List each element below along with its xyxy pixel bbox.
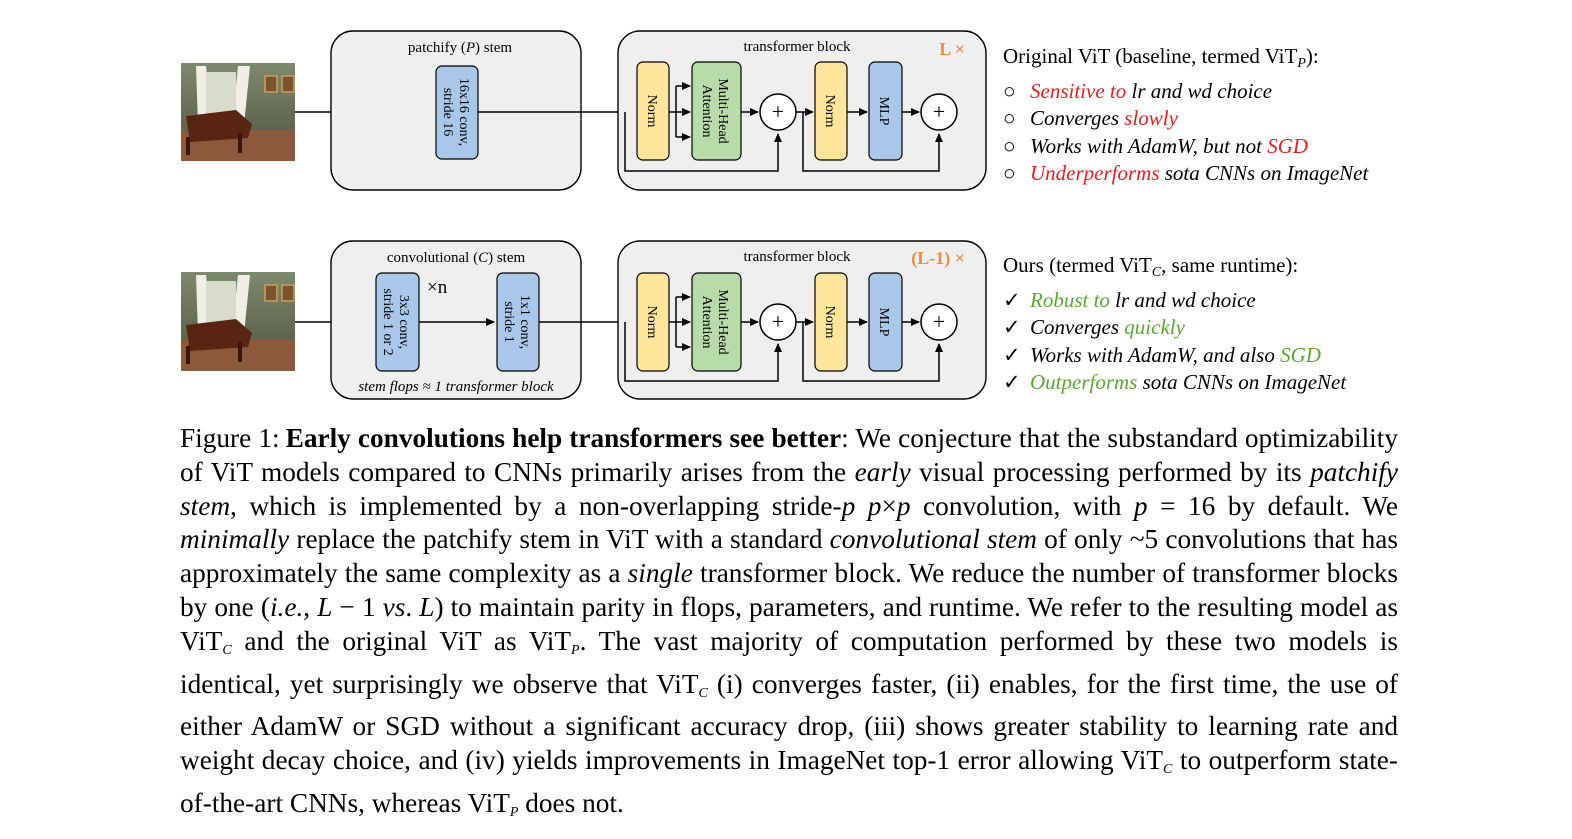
conv1x1-label-2: stride 1 <box>501 301 516 343</box>
baseline-item: ○Underperforms sota CNNs on ImageNet <box>1003 161 1369 185</box>
repeat-label-2: (L-1) × <box>911 248 965 269</box>
ours-list-title: Ours (termed ViTC, same runtime): <box>1003 253 1299 280</box>
norm-box-1 <box>636 61 670 161</box>
baseline-item: ○Converges slowly <box>1003 106 1178 130</box>
plus-4-label: + <box>933 309 945 334</box>
baseline-item: ○Works with AdamW, but not SGD <box>1003 133 1309 158</box>
check-icon: ✓ <box>1003 315 1021 339</box>
transformer-block-title-2: transformer block <box>743 249 851 265</box>
conv3x3-label-2: stride 1 or 2 <box>380 288 395 355</box>
baseline-properties-list: Original ViT (baseline, termed ViTP): ○S… <box>1003 43 1368 188</box>
ours-item: ✓Outperforms sota CNNs on ImageNet <box>1003 369 1346 397</box>
attention-box <box>691 61 742 161</box>
ours-item: ✓Works with AdamW, and also SGD <box>1003 342 1346 370</box>
figure-caption: Figure 1:Early convolutions help transfo… <box>180 423 1399 820</box>
norm-label-2: Norm <box>822 95 837 128</box>
baseline-item: ○Sensitive to lr and wd choice <box>1003 78 1273 103</box>
norm-box-2 <box>814 61 848 161</box>
stem-flops-note: stem flops ≈ 1 transformer block <box>358 379 554 395</box>
conv3x3-label-1: 3x3 conv, <box>396 295 411 349</box>
ours-properties-list: Ours (termed ViTC, same runtime): ✓Robus… <box>1003 252 1346 397</box>
residual-add-2 <box>920 93 958 131</box>
plus-1-label: + <box>772 99 784 124</box>
mlp-label-2: MLP <box>876 308 891 337</box>
conv-stem-title: convolutional (C) stem <box>387 250 526 266</box>
norm-label-1: Norm <box>644 95 659 128</box>
times-n-label: ×n <box>427 277 448 298</box>
figure-label: Figure 1: <box>180 423 280 453</box>
top-row: patchify (P) stem 16x16 conv, stride 16 … <box>181 30 987 191</box>
ours-item: ✓Converges quickly <box>1003 314 1346 342</box>
input-image-piano-2 <box>181 272 295 371</box>
residual-add-4 <box>920 303 958 341</box>
input-image-piano <box>181 63 295 161</box>
mlp-label: MLP <box>876 97 891 126</box>
check-icon: ✓ <box>1003 370 1021 394</box>
baseline-list-title: Original ViT (baseline, termed ViTP): <box>1003 44 1319 71</box>
patchify-conv-label-2: stride 16 <box>440 88 455 137</box>
mlp-box <box>868 61 903 161</box>
attention-label-1: Multi-Head <box>715 78 730 143</box>
norm-label-3: Norm <box>644 306 659 339</box>
patchify-stem-title: patchify (P) stem <box>408 40 512 56</box>
conv1x1-label-1: 1x1 conv, <box>517 295 532 349</box>
check-icon: ✓ <box>1003 342 1021 367</box>
check-icon: ✓ <box>1003 287 1021 312</box>
caption-title: Early convolutions help transformers see… <box>285 423 842 453</box>
attention-label-3: Multi-Head <box>715 289 730 354</box>
repeat-label: L × <box>939 39 965 59</box>
plus-2-label: + <box>933 99 945 124</box>
norm-label-4: Norm <box>822 306 837 339</box>
architecture-diagram: patchify (P) stem 16x16 conv, stride 16 … <box>181 30 987 400</box>
patchify-conv-label-1: 16x16 conv, <box>456 78 471 146</box>
attention-label-2: Attention <box>699 85 714 138</box>
ours-item: ✓Robust to lr and wd choice <box>1003 287 1346 315</box>
transformer-block-title: transformer block <box>743 39 851 55</box>
attention-label-4: Attention <box>699 296 714 349</box>
plus-3-label: + <box>772 309 784 334</box>
bottom-row: convolutional (C) stem 3x3 conv, stride … <box>181 240 987 400</box>
